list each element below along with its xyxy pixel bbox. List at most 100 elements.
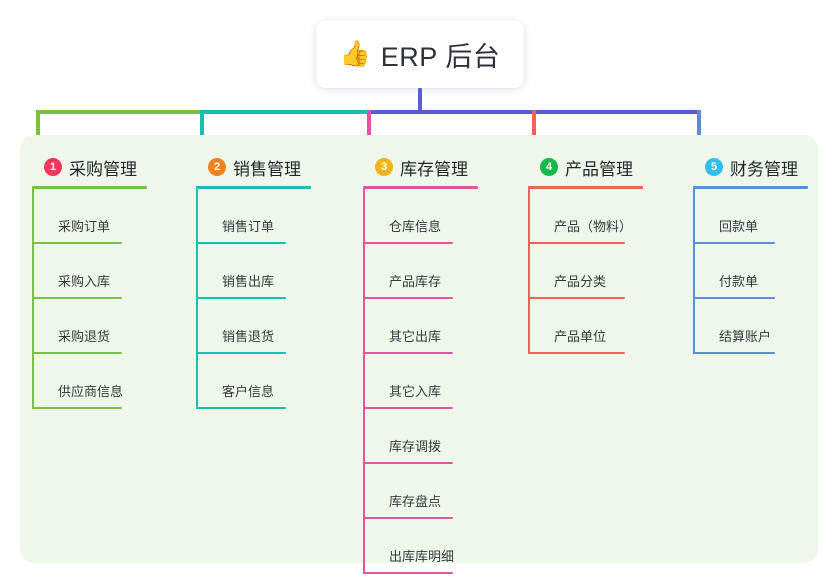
branch-item-label: 销售退货 bbox=[222, 329, 275, 344]
branch-column-3: 3 库存管理仓库信息产品库存其它出库其它入库库存调拨库存盘点出库库明细 bbox=[363, 152, 478, 574]
branch-badge-2: 2 bbox=[208, 158, 226, 176]
branch-spine-4 bbox=[528, 189, 530, 354]
branch-item[interactable]: 其它出库 bbox=[363, 299, 478, 354]
branch-badge-3: 3 bbox=[375, 158, 393, 176]
branch-item-underline bbox=[363, 462, 453, 464]
branch-item-label: 销售订单 bbox=[222, 219, 275, 234]
connector-bar-segment-3 bbox=[367, 110, 536, 114]
branch-item-underline bbox=[196, 297, 286, 299]
connector-stub-4 bbox=[532, 110, 536, 152]
branch-item-underline bbox=[32, 242, 122, 244]
branch-items-2: 销售订单销售出库销售退货客户信息 bbox=[196, 189, 311, 409]
branch-item[interactable]: 结算账户 bbox=[693, 299, 808, 354]
branch-spine-2 bbox=[196, 189, 198, 409]
branch-item-underline bbox=[363, 352, 453, 354]
branch-item[interactable]: 销售出库 bbox=[196, 244, 311, 299]
branch-badge-1: 1 bbox=[44, 158, 62, 176]
branch-item-underline bbox=[196, 352, 286, 354]
branch-item[interactable]: 采购入库 bbox=[32, 244, 147, 299]
branch-item[interactable]: 产品库存 bbox=[363, 244, 478, 299]
branch-item-label: 库存调拨 bbox=[389, 439, 442, 454]
root-node[interactable]: 👍 ERP 后台 bbox=[316, 20, 524, 88]
branch-item[interactable]: 产品（物料） bbox=[528, 189, 643, 244]
branch-item-underline bbox=[693, 352, 775, 354]
connector-stub-1 bbox=[36, 110, 40, 152]
branch-item[interactable]: 付款单 bbox=[693, 244, 808, 299]
branch-label-5: 财务管理 bbox=[730, 159, 798, 179]
branch-item[interactable]: 产品单位 bbox=[528, 299, 643, 354]
branch-spine-1 bbox=[32, 189, 34, 409]
branch-item-label: 仓库信息 bbox=[389, 219, 442, 234]
branch-item-underline bbox=[693, 297, 775, 299]
branch-badge-5: 5 bbox=[705, 158, 723, 176]
branch-label-3: 库存管理 bbox=[400, 159, 468, 179]
branch-item-underline bbox=[196, 242, 286, 244]
root-stem-line bbox=[418, 88, 422, 114]
branch-item[interactable]: 库存调拨 bbox=[363, 409, 478, 464]
branch-header-3[interactable]: 3 库存管理 bbox=[363, 152, 478, 182]
branch-underline-3 bbox=[363, 186, 478, 189]
connector-bar-segment-2 bbox=[200, 110, 371, 114]
branch-item-label: 采购入库 bbox=[58, 274, 111, 289]
branch-item[interactable]: 其它入库 bbox=[363, 354, 478, 409]
branch-item-underline bbox=[32, 352, 122, 354]
branch-item-label: 供应商信息 bbox=[58, 384, 124, 399]
branch-label-4: 产品管理 bbox=[565, 159, 633, 179]
branch-column-4: 4 产品管理产品（物料） 产品分类产品单位 bbox=[528, 152, 643, 354]
connector-stub-2 bbox=[200, 110, 204, 152]
branch-item[interactable]: 出库库明细 bbox=[363, 519, 478, 574]
thumbs-up-icon: 👍 bbox=[339, 39, 371, 68]
branch-item-underline bbox=[32, 407, 122, 409]
branch-item-underline bbox=[693, 242, 775, 244]
branch-item[interactable]: 采购退货 bbox=[32, 299, 147, 354]
branch-item-label: 结算账户 bbox=[719, 329, 772, 344]
branch-column-2: 2 销售管理销售订单销售出库销售退货客户信息 bbox=[196, 152, 311, 409]
branch-item-label: 库存盘点 bbox=[389, 494, 442, 509]
branch-item-label: 产品（物料） bbox=[554, 219, 633, 234]
connector-stub-3 bbox=[367, 110, 371, 152]
branch-item[interactable]: 供应商信息 bbox=[32, 354, 147, 409]
branch-item[interactable]: 销售订单 bbox=[196, 189, 311, 244]
branch-item-label: 产品库存 bbox=[389, 274, 442, 289]
branch-item-underline bbox=[363, 407, 453, 409]
branch-item-underline bbox=[363, 242, 453, 244]
branch-header-2[interactable]: 2 销售管理 bbox=[196, 152, 311, 182]
branch-column-5: 5 财务管理回款单付款单结算账户 bbox=[693, 152, 808, 354]
branch-underline-5 bbox=[693, 186, 808, 189]
branch-underline-2 bbox=[196, 186, 311, 189]
branch-item-label: 其它出库 bbox=[389, 329, 442, 344]
branch-items-1: 采购订单采购入库采购退货供应商信息 bbox=[32, 189, 147, 409]
branch-item[interactable]: 销售退货 bbox=[196, 299, 311, 354]
branch-item[interactable]: 仓库信息 bbox=[363, 189, 478, 244]
branch-items-4: 产品（物料） 产品分类产品单位 bbox=[528, 189, 643, 354]
branch-badge-4: 4 bbox=[540, 158, 558, 176]
branch-item-underline bbox=[528, 297, 625, 299]
branch-item-underline bbox=[363, 517, 453, 519]
branch-item-label: 采购订单 bbox=[58, 219, 111, 234]
branch-spine-5 bbox=[693, 189, 695, 354]
branch-item[interactable]: 采购订单 bbox=[32, 189, 147, 244]
branch-item-label: 产品单位 bbox=[554, 329, 607, 344]
branch-item[interactable]: 产品分类 bbox=[528, 244, 643, 299]
branch-item-underline bbox=[528, 352, 625, 354]
root-node-title: ERP 后台 bbox=[380, 41, 501, 72]
branch-header-4[interactable]: 4 产品管理 bbox=[528, 152, 643, 182]
branch-underline-4 bbox=[528, 186, 643, 189]
branch-spine-3 bbox=[363, 189, 365, 574]
branch-item[interactable]: 客户信息 bbox=[196, 354, 311, 409]
branch-item-label: 付款单 bbox=[719, 274, 759, 289]
branches-panel bbox=[20, 135, 818, 563]
branch-label-2: 销售管理 bbox=[233, 159, 301, 179]
branch-item[interactable]: 回款单 bbox=[693, 189, 808, 244]
branch-items-5: 回款单付款单结算账户 bbox=[693, 189, 808, 354]
branch-underline-1 bbox=[32, 186, 147, 189]
branch-item-underline bbox=[196, 407, 286, 409]
branch-header-5[interactable]: 5 财务管理 bbox=[693, 152, 808, 182]
branch-items-3: 仓库信息产品库存其它出库其它入库库存调拨库存盘点出库库明细 bbox=[363, 189, 478, 574]
branch-item[interactable]: 库存盘点 bbox=[363, 464, 478, 519]
branch-item-underline bbox=[32, 297, 122, 299]
branch-item-underline bbox=[363, 297, 453, 299]
